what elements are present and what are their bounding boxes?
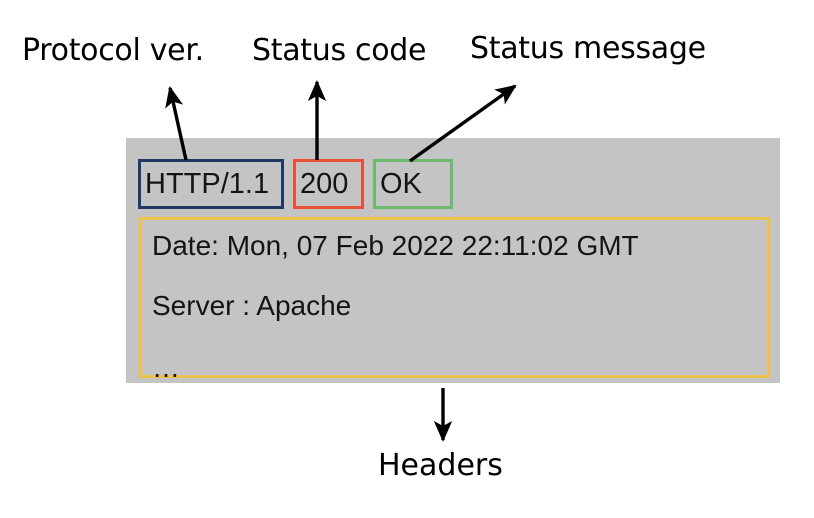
annotation-label-status-code: Status code xyxy=(252,33,427,68)
annotation-label-headers: Headers xyxy=(378,448,503,483)
status-line: HTTP/1.1 200 OK xyxy=(138,159,453,209)
status-code-text: 200 xyxy=(300,167,349,200)
http-response-panel: HTTP/1.1 200 OK Date: Mon, 07 Feb 2022 2… xyxy=(126,138,780,383)
status-code-box: 200 xyxy=(293,159,364,209)
annotation-label-protocol-version: Protocol ver. xyxy=(22,33,204,68)
status-message-text: OK xyxy=(380,167,422,200)
headers-box: Date: Mon, 07 Feb 2022 22:11:02 GMT Serv… xyxy=(139,217,770,382)
status-message-box: OK xyxy=(373,159,453,209)
header-line: Server : Apache xyxy=(152,290,352,321)
protocol-version-box: HTTP/1.1 xyxy=(138,159,284,209)
header-line: Date: Mon, 07 Feb 2022 22:11:02 GMT xyxy=(152,230,639,261)
annotation-label-status-message: Status message xyxy=(470,31,706,66)
protocol-version-text: HTTP/1.1 xyxy=(145,167,270,200)
header-line-ellipsis: … xyxy=(152,352,182,383)
